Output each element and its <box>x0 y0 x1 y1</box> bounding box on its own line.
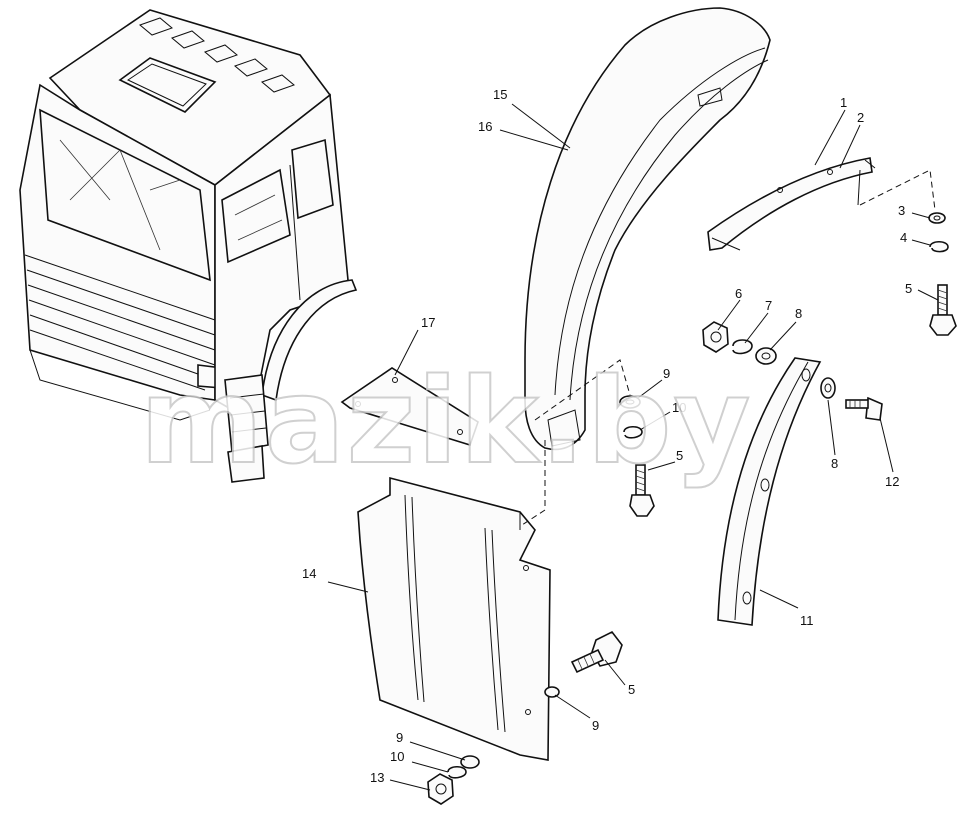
callout-9-lower: 9 <box>592 718 599 733</box>
callout-10-middle: 10 <box>672 400 686 415</box>
leader-lines <box>327 103 939 791</box>
callout-9-bottom: 9 <box>396 730 403 745</box>
callout-5-top: 5 <box>905 281 912 296</box>
triangular-plate <box>340 367 479 446</box>
callout-17: 17 <box>421 315 435 330</box>
truck-cab <box>19 9 358 483</box>
watermark-text: mazik.by <box>140 352 752 490</box>
callout-16: 16 <box>478 119 492 134</box>
mounting-bracket <box>707 157 876 251</box>
callout-8-right: 8 <box>831 456 838 471</box>
callout-7: 7 <box>765 298 772 313</box>
callout-8-top: 8 <box>795 306 802 321</box>
curved-strip <box>717 357 822 626</box>
callout-9-middle: 9 <box>663 366 670 381</box>
assembly-lines <box>521 169 936 526</box>
callout-12: 12 <box>885 474 899 489</box>
callout-11: 11 <box>800 613 814 628</box>
callout-15: 15 <box>493 87 507 102</box>
callout-5-lower: 5 <box>628 682 635 697</box>
callout-13: 13 <box>370 770 384 785</box>
callout-4: 4 <box>900 230 907 245</box>
mud-flap <box>357 476 551 761</box>
callout-numbers: 1 2 3 4 5 6 7 8 8 12 9 10 5 11 15 16 17 … <box>302 87 912 785</box>
callout-6: 6 <box>735 286 742 301</box>
callout-14: 14 <box>302 566 316 581</box>
callout-10-bottom: 10 <box>390 749 404 764</box>
callout-3: 3 <box>898 203 905 218</box>
callout-1: 1 <box>840 95 847 110</box>
fender-arch <box>524 7 771 451</box>
callout-5-middle: 5 <box>676 448 683 463</box>
callout-2: 2 <box>857 110 864 125</box>
hardware <box>427 212 957 805</box>
